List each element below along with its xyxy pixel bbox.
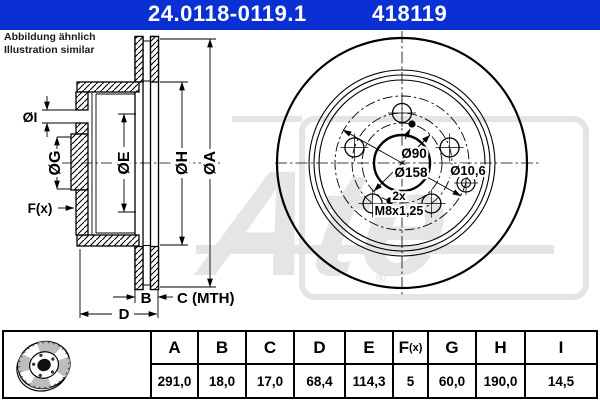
catalog-number: 418119 — [372, 1, 448, 26]
part-number: 24.0118-0119.1 — [148, 1, 307, 26]
disc-thumbnail-cell — [4, 332, 150, 397]
label-diameter-10-6: Ø10,6 — [450, 163, 485, 178]
header-bar: 24.0118-0119.1 418119 — [0, 0, 600, 30]
label-F-x: F(x) — [28, 201, 53, 216]
value-H: 190,0 — [475, 363, 524, 397]
label-diameter-A: ØA — [202, 151, 219, 175]
watermark-box — [299, 116, 589, 300]
value-Fx: 5 — [392, 363, 427, 397]
m8-hole — [408, 120, 416, 128]
label-C-MTH: C (MTH) — [177, 290, 234, 307]
value-I: 14,5 — [524, 363, 596, 397]
registered-mark: ® — [376, 270, 386, 285]
value-G: 60,0 — [427, 363, 475, 397]
m8-hole — [386, 197, 394, 205]
col-header-G: G — [427, 332, 475, 363]
label-D: D — [119, 306, 130, 323]
label-2x: 2x — [392, 189, 406, 203]
col-header-A: A — [150, 332, 197, 363]
col-header-B: B — [197, 332, 245, 363]
cross-section-view — [42, 35, 220, 291]
col-header-E: E — [344, 332, 392, 363]
value-D: 68,4 — [293, 363, 344, 397]
col-header-C: C — [245, 332, 293, 363]
note-line-en: Illustration similar — [4, 43, 95, 56]
label-diameter-158: Ø158 — [394, 165, 428, 180]
label-m8-thread: M8x1,25 — [375, 204, 424, 218]
label-diameter-G: ØG — [47, 151, 64, 176]
col-header-I: I — [524, 332, 596, 363]
col-header-H: H — [475, 332, 524, 363]
similarity-note: Abbildung ähnlich Illustration similar — [4, 31, 96, 57]
front-view — [275, 31, 540, 295]
col-header-D: D — [293, 332, 344, 363]
dimension-table: A B C D E F(x) G H I 291,0 18,0 17,0 68,… — [2, 330, 598, 399]
col-header-Fx: F(x) — [392, 332, 427, 363]
front-view-labels: Ø90 Ø158 Ø10,6 2x M8x1,25 — [372, 144, 488, 221]
section-dimensions — [44, 38, 216, 318]
watermark-line — [232, 116, 302, 122]
label-diameter-H: ØH — [174, 151, 191, 175]
label-diameter-I: ØI — [23, 109, 38, 125]
label-B: B — [141, 290, 152, 307]
brake-disc-icon — [16, 340, 71, 392]
value-E: 114,3 — [344, 363, 392, 397]
watermark-crossbar — [196, 245, 554, 254]
note-line-de: Abbildung ähnlich — [4, 31, 96, 43]
section-dimension-labels: ØI ØG ØE ØH ØA F(x) B C (MTH) D — [20, 107, 236, 326]
label-diameter-90: Ø90 — [401, 146, 427, 161]
label-diameter-E: ØE — [116, 151, 133, 174]
value-A: 291,0 — [150, 363, 197, 397]
value-B: 18,0 — [197, 363, 245, 397]
value-C: 17,0 — [245, 363, 293, 397]
